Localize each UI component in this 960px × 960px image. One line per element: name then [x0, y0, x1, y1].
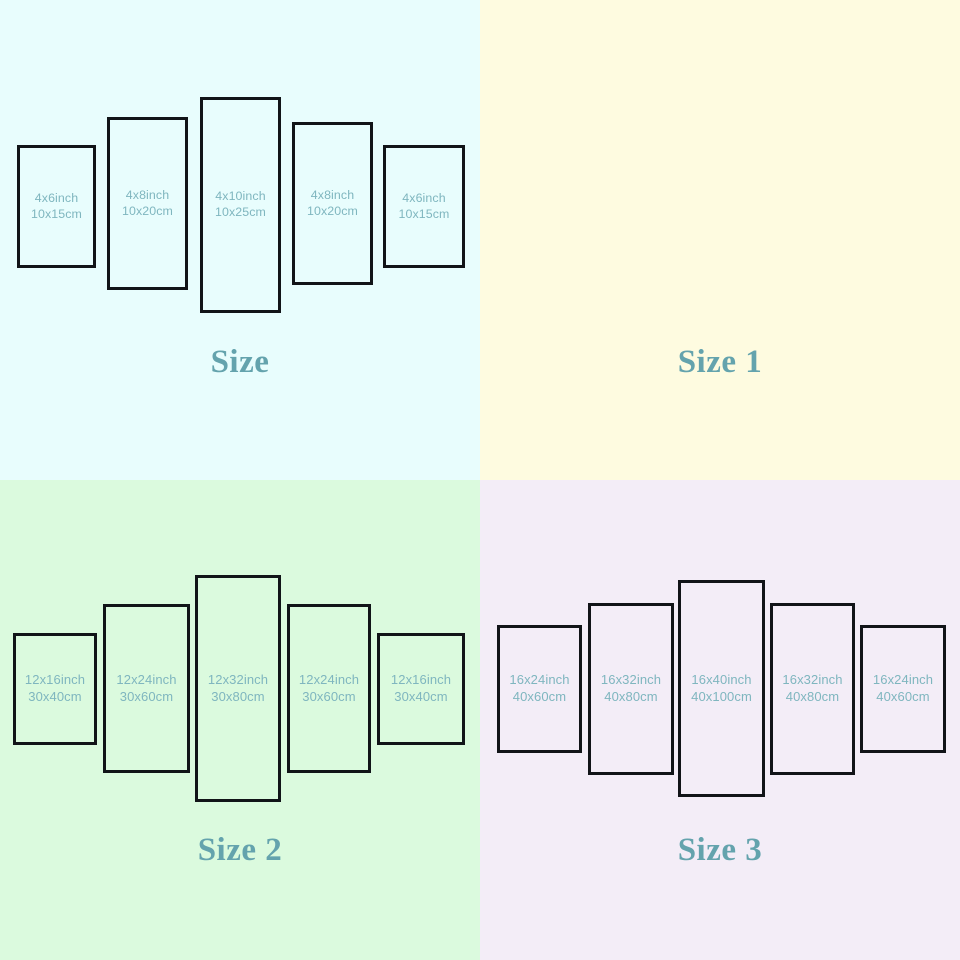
panel-size-cm: 10x15cm	[31, 206, 82, 221]
panel-size-cm: 30x60cm	[302, 688, 356, 704]
quadrant-title-size: Size	[210, 344, 270, 380]
panel-size-inch: 4x8inch	[125, 187, 170, 202]
panel-size-cm: 40x100cm	[691, 688, 752, 704]
panel-size-cm: 40x60cm	[512, 689, 567, 704]
panel-size-inch: 4x6inch	[402, 190, 446, 205]
panel-size-inch: 4x6inch	[34, 190, 79, 205]
panel-size-cm: 40x80cm	[785, 689, 840, 704]
panel-size-cm: 30x80cm	[211, 688, 265, 704]
quadrant-title-size2: Size 2	[197, 832, 283, 868]
panel-group-size1: 8x14inch20x35cm8x18inch20x45cm8x22inch20…	[480, 0, 960, 340]
panel-size-cm: 10x15cm	[398, 206, 450, 221]
quadrant-size1: 8x14inch20x35cm8x18inch20x45cm8x22inch20…	[480, 0, 960, 480]
panel-size-cm: 30x40cm	[28, 689, 82, 704]
panel-size-cm: 30x40cm	[394, 689, 448, 704]
panel-size-inch: 4x10inch	[215, 189, 266, 204]
panel-size-inch: 12x16inch	[24, 672, 86, 688]
panel-size-inch: 16x40inch	[691, 671, 752, 687]
panel-size-inch: 12x24inch	[116, 671, 177, 687]
panel-size-inch: 12x32inch	[207, 671, 269, 687]
panel-size-cm: 10x25cm	[215, 205, 266, 219]
panel-size-inch: 16x32inch	[600, 672, 662, 688]
panel-size-inch: 12x24inch	[298, 671, 360, 687]
panel-size-inch: 16x32inch	[782, 672, 843, 688]
panel-size-inch: 4x8inch	[310, 187, 355, 202]
panel-size-inch: 16x24inch	[872, 672, 934, 688]
panel-size-cm: 40x60cm	[876, 689, 930, 704]
quadrant-title-size3: Size 3	[677, 832, 763, 868]
panel-size-inch: 12x16inch	[390, 672, 452, 688]
panel-size-cm: 30x60cm	[119, 688, 174, 704]
panel-size-cm: 10x20cm	[122, 203, 173, 218]
panel-size-cm: 40x80cm	[604, 689, 658, 704]
panel-size-inch: 16x24inch	[509, 672, 570, 688]
quadrant-title-size1: Size 1	[677, 344, 763, 380]
panel-size-cm: 10x20cm	[307, 203, 358, 218]
